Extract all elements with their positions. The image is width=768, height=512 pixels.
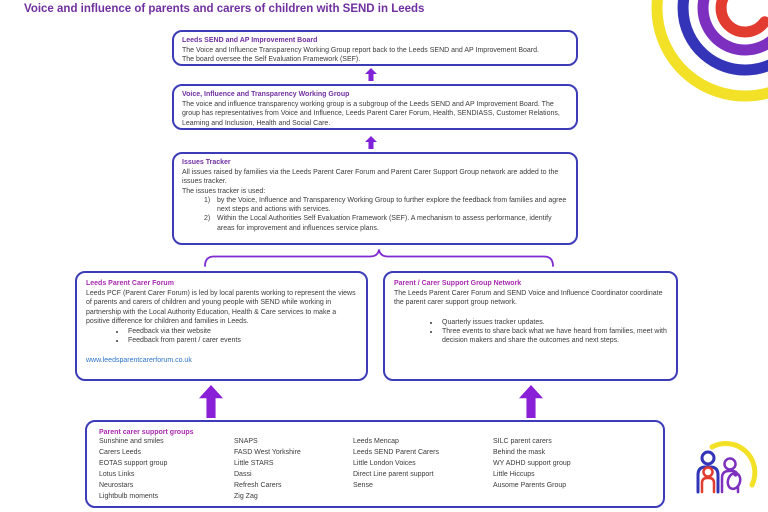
support-groups-column-4: SILC parent carers Behind the mask WY AD…: [493, 437, 571, 492]
support-groups-column-2: SNAPS FASD West Yorkshire Little STARS D…: [234, 437, 301, 503]
group-name: Lightbulb moments: [99, 492, 159, 500]
working-group-box: Voice, Influence and Transparency Workin…: [172, 84, 578, 130]
forum-website-link[interactable]: www.leedsparentcarerforum.co.uk: [86, 356, 192, 364]
working-group-body: The voice and influence transparency wor…: [182, 101, 560, 127]
group-name: Leeds Mencap: [353, 438, 399, 445]
up-arrow-icon: [519, 385, 543, 418]
item-text: Within the Local Authorities Self Evalua…: [217, 215, 552, 232]
parent-carer-forum-title: Leeds Parent Carer Forum: [86, 280, 174, 287]
support-group-network-title: Parent / Carer Support Group Network: [394, 280, 522, 287]
brace-connector: [204, 249, 554, 267]
support-groups-box: Parent carer support groups Sunshine and…: [85, 420, 665, 508]
support-groups-column-3: Leeds Mencap Leeds SEND Parent Carers Li…: [353, 437, 439, 492]
issues-tracker-box: Issues Tracker All issues raised by fami…: [172, 152, 578, 245]
issues-tracker-intro: All issues raised by families via the Le…: [182, 169, 559, 186]
support-groups-title: Parent carer support groups: [99, 429, 194, 436]
support-group-network-body: The Leeds Parent Carer Forum and SEND Vo…: [394, 290, 663, 307]
bullet-item: Three events to share back what we have …: [440, 327, 667, 345]
issues-tracker-list-label: The issues tracker is used:: [182, 187, 266, 195]
concentric-arcs-decoration: [651, 0, 768, 102]
group-name: Carers Leeds: [99, 448, 142, 456]
bullet-item: Feedback via their website: [126, 327, 357, 336]
group-name: FASD West Yorkshire: [234, 448, 301, 456]
parent-carer-forum-bullets: Feedback via their website Feedback from…: [86, 327, 357, 345]
item-text: by the Voice, Influence and Transparency…: [217, 196, 567, 214]
group-name: SNAPS: [234, 438, 258, 445]
group-name: Neurostars: [99, 481, 134, 489]
item-marker: 2): [204, 215, 211, 223]
group-name: SILC parent carers: [493, 438, 552, 445]
family-logo-icon: [696, 441, 758, 494]
parent-carer-forum-body: Leeds PCF (Parent Carer Forum) is led by…: [86, 290, 356, 325]
bullet-item: Feedback from parent / carer events: [126, 336, 357, 345]
bullet-item: Quarterly issues tracker updates.: [440, 318, 667, 327]
group-name: Behind the mask: [493, 448, 546, 456]
page-title: Voice and influence of parents and carer…: [24, 3, 425, 15]
up-arrow-icon: [365, 68, 377, 81]
up-arrow-icon: [365, 136, 377, 149]
group-name: Little STARS: [234, 459, 274, 467]
issues-tracker-item: 1) by the Voice, Influence and Transpare…: [204, 196, 568, 214]
improvement-board-box: Leeds SEND and AP Improvement Board The …: [172, 30, 578, 66]
group-name: Lotus Links: [99, 470, 135, 478]
group-name: Sunshine and smiles: [99, 438, 164, 445]
group-name: Little Hiccups: [493, 470, 535, 478]
parent-carer-forum-box: Leeds Parent Carer Forum Leeds PCF (Pare…: [75, 271, 368, 381]
group-name: EOTAS support group: [99, 459, 168, 467]
issues-tracker-title: Issues Tracker: [182, 159, 231, 166]
group-name: Zig Zag: [234, 492, 258, 500]
support-groups-column-1: Sunshine and smiles Carers Leeds EOTAS s…: [99, 437, 167, 503]
issues-tracker-item: 2) Within the Local Authorities Self Eva…: [204, 214, 568, 232]
up-arrow-icon: [199, 385, 223, 418]
support-group-network-box: Parent / Carer Support Group Network The…: [383, 271, 678, 381]
support-group-network-bullets: Quarterly issues tracker updates. Three …: [394, 318, 667, 346]
working-group-title: Voice, Influence and Transparency Workin…: [182, 91, 350, 98]
group-name: Direct Line parent support: [353, 470, 434, 478]
group-name: Sense: [353, 481, 373, 489]
improvement-board-title: Leeds SEND and AP Improvement Board: [182, 37, 318, 44]
group-name: Refresh Carers: [234, 481, 282, 489]
improvement-board-line1: The Voice and Influence Transparency Wor…: [182, 47, 539, 55]
group-name: Little London Voices: [353, 459, 416, 467]
group-name: Leeds SEND Parent Carers: [353, 448, 439, 456]
group-name: WY ADHD support group: [493, 459, 571, 467]
group-name: Ausome Parents Group: [493, 481, 567, 489]
item-marker: 1): [204, 196, 211, 204]
group-name: Dassi: [234, 470, 252, 478]
improvement-board-line2: The board oversee the Self Evaluation Fr…: [182, 56, 361, 64]
